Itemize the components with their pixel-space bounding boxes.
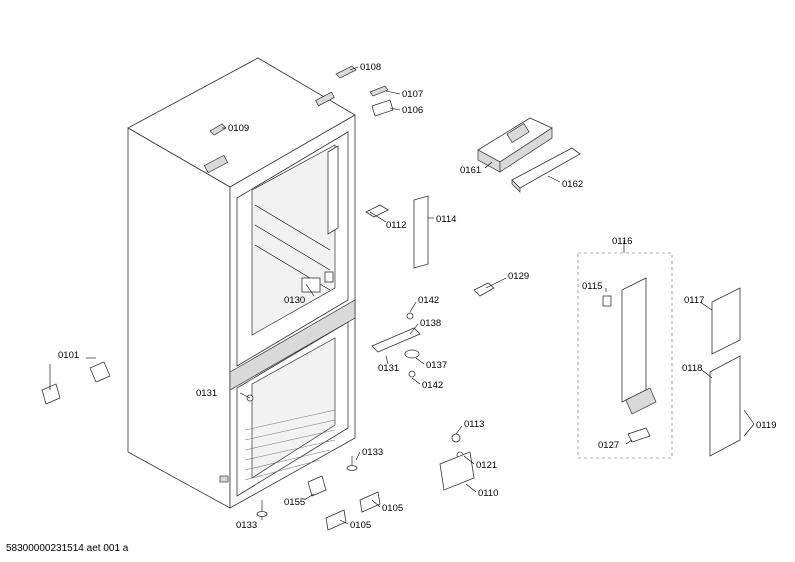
label-0115: 0115 <box>582 281 602 292</box>
part-0110-hinge <box>439 451 475 491</box>
label-0133-upper: 0133 <box>362 447 383 458</box>
part-0133a-foot <box>346 456 358 471</box>
label-0130: 0130 <box>284 295 305 306</box>
part-0108-shape <box>335 65 357 79</box>
part-0106-shape <box>371 99 394 117</box>
group-0116-box <box>577 252 673 459</box>
label-0138: 0138 <box>420 318 441 329</box>
part-0142a-screw <box>406 312 414 320</box>
label-0118: 0118 <box>682 363 702 374</box>
document-code: 58300000231514 aet 001 a <box>6 543 129 554</box>
part-0155-shape <box>307 475 327 497</box>
label-0137: 0137 <box>426 360 447 371</box>
label-0142-upper: 0142 <box>418 295 439 306</box>
cabinet <box>127 57 356 509</box>
part-0112-shape <box>365 204 389 218</box>
label-0155: 0155 <box>284 497 305 508</box>
part-duct-back <box>327 145 339 235</box>
label-0105-lower: 0105 <box>350 520 371 531</box>
part-0105a-bracket <box>359 491 381 513</box>
part-0129-shape <box>473 282 495 297</box>
label-0113: 0113 <box>464 419 484 430</box>
part-0105b-bracket <box>325 509 347 531</box>
label-0105-upper: 0105 <box>382 503 403 514</box>
part-0115-shape <box>602 295 612 307</box>
part-0162-cover <box>511 147 581 193</box>
label-0117: 0117 <box>684 295 704 306</box>
label-0101: 0101 <box>58 350 79 361</box>
part-0117-panel <box>711 287 741 355</box>
label-0133-lower: 0133 <box>236 520 257 531</box>
label-0131-left: 0131 <box>196 388 217 399</box>
part-0127-shape <box>627 427 651 443</box>
part-0101-shapes <box>41 361 111 405</box>
part-0137-shape <box>404 349 420 359</box>
label-0121: 0121 <box>476 460 497 471</box>
label-0162: 0162 <box>562 179 583 190</box>
part-0142b-screw <box>408 370 416 378</box>
label-0131-right: 0131 <box>378 363 399 374</box>
label-0161: 0161 <box>460 165 481 176</box>
part-0113-shape <box>451 433 461 443</box>
part-0118-panel <box>709 355 741 457</box>
label-0127: 0127 <box>598 440 619 451</box>
label-0110: 0110 <box>478 488 498 499</box>
label-0108: 0108 <box>360 62 381 73</box>
label-0109: 0109 <box>228 123 249 134</box>
part-0161-control-box <box>477 117 553 173</box>
label-0116: 0116 <box>612 236 632 247</box>
part-0107-shape <box>369 85 389 97</box>
leader-lines <box>49 66 755 525</box>
part-0133b-foot <box>256 500 268 517</box>
label-0114: 0114 <box>436 214 456 225</box>
label-0142-lower: 0142 <box>422 380 443 391</box>
label-0106: 0106 <box>402 105 423 116</box>
part-0138-hinge <box>371 327 421 353</box>
label-0119: 0119 <box>756 420 776 431</box>
part-0116-duct <box>621 277 657 415</box>
part-0114-panel <box>413 195 429 269</box>
label-0107: 0107 <box>402 89 423 100</box>
label-0112: 0112 <box>386 220 406 231</box>
label-0129: 0129 <box>508 271 529 282</box>
